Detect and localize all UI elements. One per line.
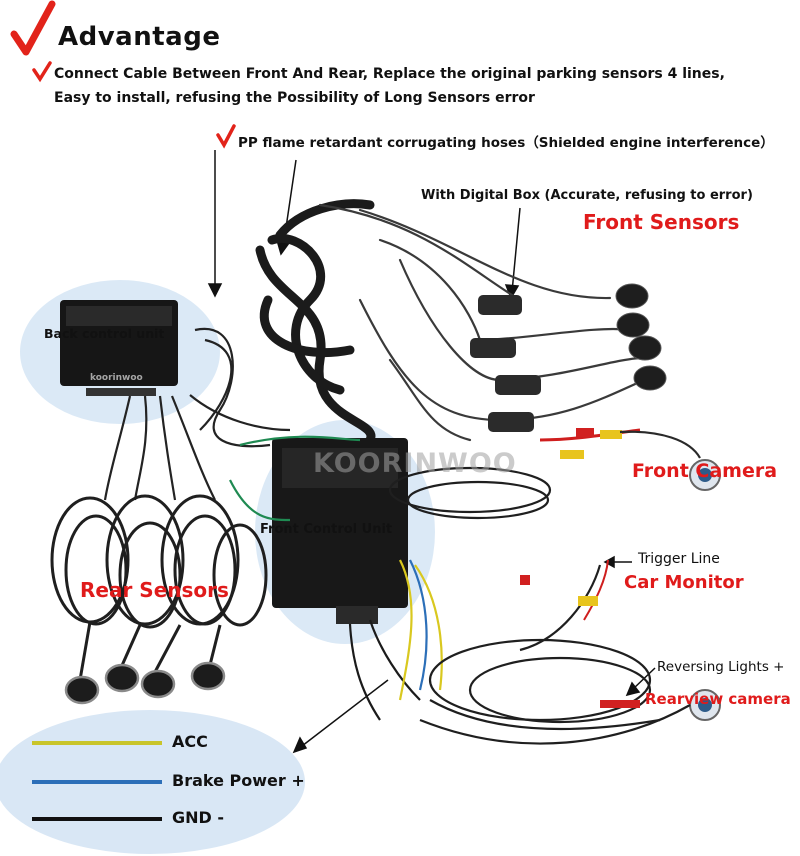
advantage-title: Advantage bbox=[58, 22, 221, 52]
trigger-line-label: Trigger Line bbox=[638, 551, 720, 567]
front-control-unit bbox=[272, 438, 408, 624]
checkmark-icon bbox=[10, 0, 56, 56]
legend-acc: ACC bbox=[172, 732, 208, 751]
rear-sensors-label: Rear Sensors bbox=[80, 578, 229, 602]
arrow-head bbox=[207, 283, 223, 298]
advantage-line-2: Easy to install, refusing the Possibilit… bbox=[54, 90, 535, 106]
rca-connector bbox=[578, 596, 598, 606]
back-control-unit-label: Back control unit bbox=[44, 326, 165, 341]
digital-box-label: With Digital Box (Accurate, refusing to … bbox=[421, 188, 753, 203]
rear-sensor bbox=[64, 661, 226, 705]
front-sensors-label: Front Sensors bbox=[583, 210, 740, 234]
corrugated-hose bbox=[255, 199, 376, 445]
digital-box bbox=[470, 295, 541, 432]
arrow-head bbox=[292, 736, 308, 754]
rca-connector bbox=[560, 450, 584, 459]
arrow-head bbox=[603, 555, 615, 569]
wire-connector bbox=[600, 700, 640, 708]
pointer-arrow bbox=[301, 679, 389, 747]
legend-gnd: GND - bbox=[172, 808, 225, 827]
checkmark-icon bbox=[216, 124, 236, 149]
rca-connector bbox=[576, 428, 594, 437]
car-monitor-label: Car Monitor bbox=[624, 572, 744, 593]
legend-brake-power: Brake Power + bbox=[172, 771, 305, 790]
front-sensor bbox=[615, 283, 667, 391]
advantage-line-1: Connect Cable Between Front And Rear, Re… bbox=[54, 66, 725, 82]
rca-connector bbox=[600, 430, 622, 439]
hoses-label: PP flame retardant corrugating hoses（Shi… bbox=[238, 135, 774, 151]
reversing-lights-label: Reversing Lights + bbox=[657, 659, 785, 675]
rearview-camera-label: Rearview camera bbox=[645, 690, 791, 708]
checkmark-icon bbox=[32, 61, 52, 83]
front-camera-label: Front Camera bbox=[632, 460, 778, 482]
back-control-unit bbox=[60, 300, 178, 396]
front-control-unit-label: Front Control Unit bbox=[260, 522, 393, 537]
rca-connector bbox=[520, 575, 530, 585]
watermark: KOORINWOO bbox=[313, 448, 517, 479]
arrow-head bbox=[625, 681, 641, 697]
box-brand-text: koorinwoo bbox=[90, 373, 143, 383]
